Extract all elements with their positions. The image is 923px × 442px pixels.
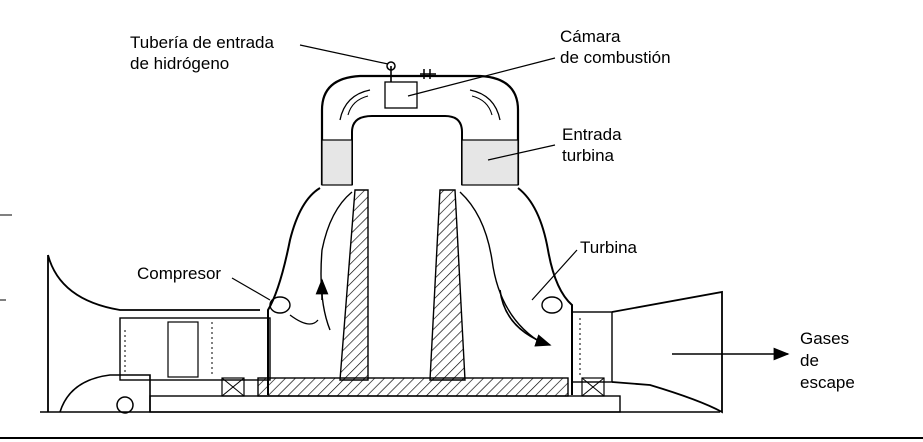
- shaft-base: [149, 395, 621, 413]
- right-bearing-box: [581, 377, 605, 397]
- left-bearing-box: [221, 377, 245, 397]
- turbine-casing: [517, 187, 573, 395]
- turbine-flow-arrow: [499, 289, 552, 347]
- label-camara-line1: Cámara: [560, 27, 621, 46]
- compressor-volute: [269, 296, 291, 314]
- left-shaft-housing: [119, 317, 271, 381]
- inlet-duct-left: [321, 139, 353, 186]
- combustion-chamber-inner: [351, 115, 463, 185]
- leader-camara: [407, 57, 556, 97]
- label-compresor: Compresor: [137, 264, 222, 283]
- dome-swirl-right: [469, 89, 501, 121]
- leader-tuberia: [299, 44, 389, 65]
- label-tuberia-line2: de hidrógeno: [130, 54, 230, 73]
- hub-right-wedge: [429, 189, 466, 381]
- hub-left-wedge: [339, 189, 369, 381]
- compressor-casing-inner: [320, 191, 353, 331]
- label-entrada-line2: turbina: [562, 146, 614, 165]
- exhaust-diffuser: [611, 290, 723, 414]
- leader-compresor: [231, 277, 271, 301]
- inlet-duct-right: [461, 139, 519, 186]
- left-coupling: [116, 396, 134, 414]
- dome-swirl-right-2: [471, 95, 493, 116]
- label-gases-line2: de: [800, 351, 819, 370]
- combustor-box: [384, 81, 418, 109]
- combustion-chamber-dome: [320, 74, 520, 185]
- label-tuberia-line1: Tubería de entrada: [130, 33, 274, 52]
- turbine-volute: [541, 296, 563, 314]
- compressor-casing: [267, 187, 321, 395]
- label-camara-line2: de combustión: [560, 48, 671, 67]
- left-bearing-cross-2: [221, 377, 245, 397]
- label-gases-line1: Gases: [800, 329, 850, 348]
- compressor-inflow-arrow: [289, 314, 319, 325]
- left-inlet-bell: [47, 254, 260, 412]
- right-bearing-cross-2: [581, 377, 605, 397]
- label-turbina: Turbina: [580, 238, 638, 257]
- left-bearing: [167, 321, 199, 378]
- dome-swirl-left: [339, 89, 371, 121]
- leader-turbina: [531, 249, 578, 301]
- fuel-pipe-valve: [386, 61, 396, 71]
- right-shaft-housing: [571, 311, 613, 383]
- turbine-casing-inner: [459, 191, 546, 346]
- label-gases-line3: escape: [800, 373, 855, 392]
- dome-swirl-left-2: [347, 95, 369, 116]
- label-entrada-line1: Entrada: [562, 125, 622, 144]
- left-lower-housing: [59, 374, 151, 413]
- shaft-base-plate: [257, 377, 569, 397]
- leader-entrada: [487, 144, 556, 161]
